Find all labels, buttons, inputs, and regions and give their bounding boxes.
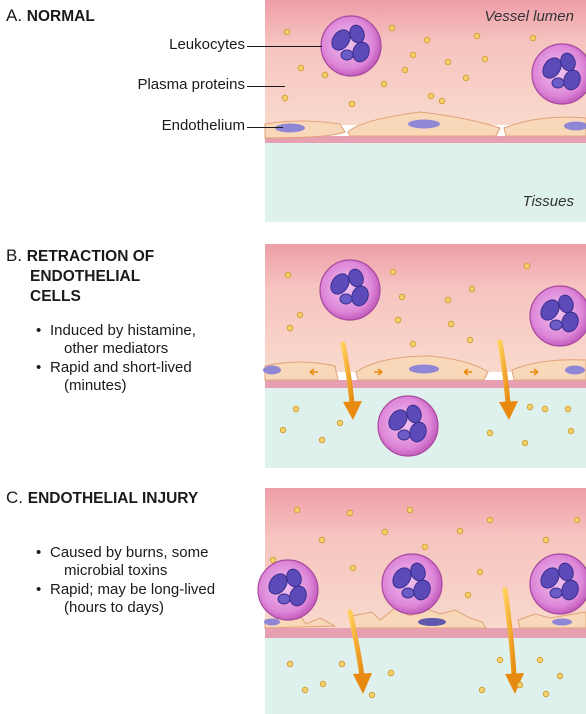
bullet-text-cont: (hours to days)	[64, 599, 165, 616]
plasma-proteins-leader	[247, 86, 285, 87]
section-a-letter: A.	[6, 6, 23, 25]
section-c-title: ENDOTHELIAL INJURY	[27, 490, 199, 507]
endothelium-label: Endothelium	[161, 117, 245, 134]
section-c-heading: C. ENDOTHELIAL INJURY	[6, 488, 198, 508]
section-b-title-line1: RETRACTION OF	[26, 248, 155, 265]
endothelium-leader	[247, 127, 283, 128]
bullet-text: Caused by burns, some	[50, 544, 209, 561]
section-a-title: NORMAL	[26, 8, 95, 25]
bullet-text: Rapid; may be long-lived	[50, 581, 216, 598]
section-c-bullet-2: • Rapid; may be long-lived (hours to day…	[36, 581, 215, 617]
section-b-letter: B.	[6, 246, 23, 265]
bullet-text: Induced by histamine,	[50, 322, 196, 339]
bullet-text-cont: microbial toxins	[64, 562, 168, 579]
panel-c	[257, 488, 586, 714]
bullet-dot-icon: •	[36, 322, 42, 339]
bullet-text-cont: (minutes)	[64, 377, 127, 394]
bullet-text: Rapid and short-lived	[50, 359, 192, 376]
bullet-text-cont: other mediators	[64, 340, 169, 357]
bullet-dot-icon: •	[36, 544, 42, 561]
section-b-title-line3: CELLS	[30, 288, 81, 305]
section-b-title-line2: ENDOTHELIAL	[30, 268, 141, 285]
section-c-bullet-1: • Caused by burns, some microbial toxins	[36, 544, 215, 580]
panel-a	[264, 0, 586, 222]
bullet-dot-icon: •	[36, 359, 42, 376]
leukocytes-label: Leukocytes	[169, 36, 245, 53]
section-c-bullets: • Caused by burns, some microbial toxins…	[36, 544, 215, 618]
bullet-dot-icon: •	[36, 581, 42, 598]
section-b-bullet-2: • Rapid and short-lived (minutes)	[36, 359, 196, 395]
section-b-bullet-1: • Induced by histamine, other mediators	[36, 322, 196, 358]
tissues-label: Tissues	[522, 193, 574, 210]
section-a-heading: A. NORMAL	[6, 6, 95, 26]
leukocytes-leader	[247, 46, 322, 47]
section-b-bullets: • Induced by histamine, other mediators …	[36, 322, 196, 396]
vessel-lumen-label: Vessel lumen	[484, 8, 575, 25]
plasma-proteins-label: Plasma proteins	[137, 76, 245, 93]
section-c-letter: C.	[6, 488, 23, 507]
panel-b	[263, 244, 586, 468]
section-b-heading: B. RETRACTION OF ENDOTHELIAL CELLS	[6, 246, 154, 306]
